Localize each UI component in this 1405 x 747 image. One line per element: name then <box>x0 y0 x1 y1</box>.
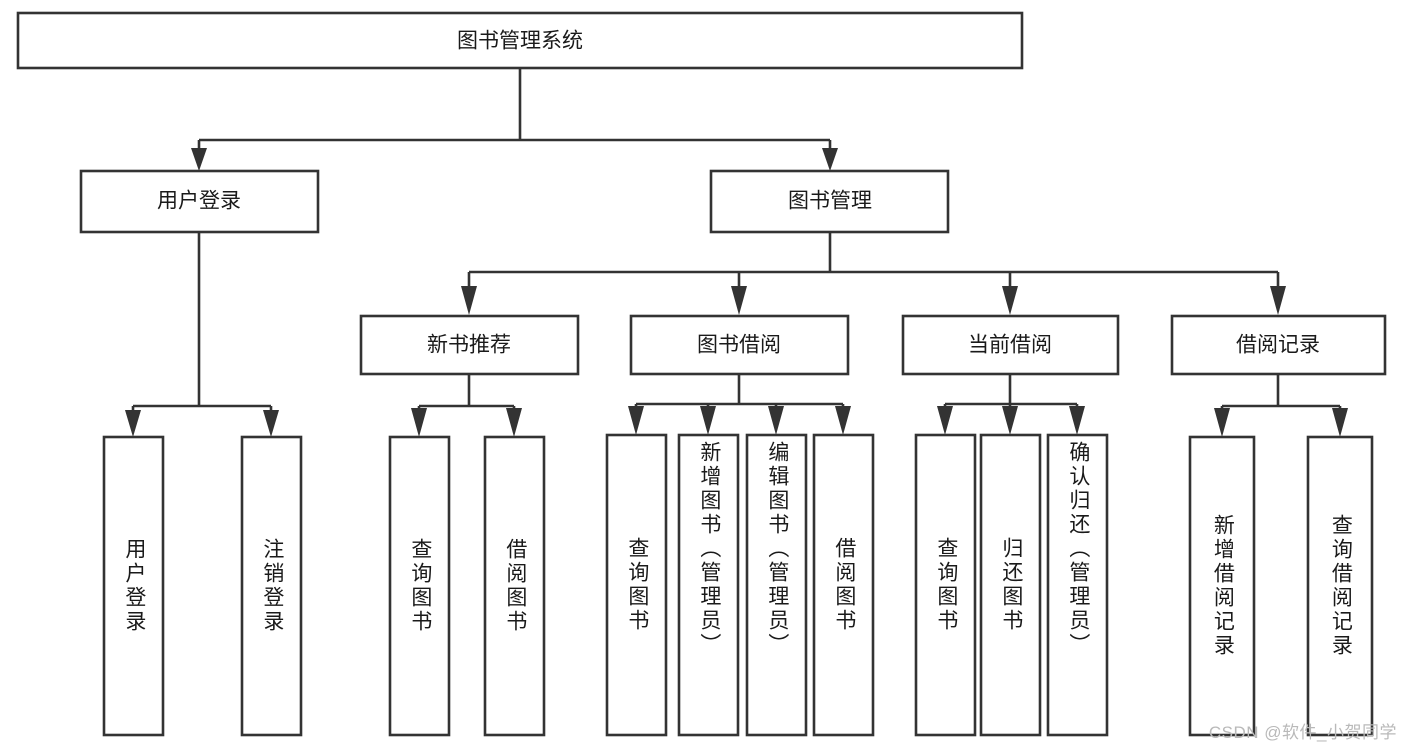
node-user-login[interactable]: 用户登录 <box>79 169 320 234</box>
arrowhead-leaf-edit-book <box>768 406 784 435</box>
connector-group-borrow-record <box>1214 374 1348 437</box>
connector-group-book-borrow <box>628 374 851 435</box>
arrowhead-leaf-user-login <box>125 410 141 437</box>
arrowhead-leaf-query-record <box>1332 408 1348 437</box>
connector-group-new-book-rec <box>411 374 522 437</box>
node-book-manage-label: 图书管理 <box>788 190 872 213</box>
node-book-borrow-box[interactable] <box>629 314 850 376</box>
leaf-query-book-2-box[interactable] <box>605 433 668 737</box>
node-new-book-rec-label: 新书推荐 <box>427 334 511 357</box>
node-current-borrow-label: 当前借阅 <box>968 334 1052 357</box>
leaf-query-book-1-box[interactable] <box>388 435 451 737</box>
node-user-login-label: 用户登录 <box>157 190 241 213</box>
connector-group-root <box>191 68 838 171</box>
node-borrow-record-label: 借阅记录 <box>1236 334 1320 357</box>
arrowhead-user-login <box>191 148 207 171</box>
leaf-borrow-book-2-box[interactable] <box>812 433 875 737</box>
node-book-manage-box[interactable] <box>709 169 950 234</box>
leaf-confirm-return-box[interactable] <box>1046 433 1109 737</box>
node-book-manage[interactable]: 图书管理 <box>709 169 950 234</box>
leaf-add-record-box[interactable] <box>1188 435 1256 737</box>
arrowhead-leaf-query-book-2 <box>628 406 644 435</box>
node-root[interactable]: 图书管理系统 <box>16 11 1024 70</box>
arrowhead-leaf-borrow-book-2 <box>835 406 851 435</box>
arrowhead-new-book-rec <box>461 286 477 315</box>
leaf-add-book-box[interactable] <box>677 433 740 737</box>
leaf-query-book-3-box[interactable] <box>914 433 977 737</box>
arrowhead-leaf-borrow-book-1 <box>506 408 522 437</box>
arrowhead-leaf-logout <box>263 410 279 437</box>
node-borrow-record[interactable]: 借阅记录 <box>1170 314 1387 376</box>
node-root-box[interactable] <box>16 11 1024 70</box>
node-book-borrow[interactable]: 图书借阅 <box>629 314 850 376</box>
arrowhead-leaf-query-book-1 <box>411 408 427 437</box>
connector-group-user-login <box>125 232 279 437</box>
arrowhead-leaf-query-book-3 <box>937 406 953 435</box>
arrowhead-leaf-return-book <box>1002 406 1018 435</box>
arrowhead-borrow-record <box>1270 286 1286 315</box>
arrowhead-book-borrow <box>731 286 747 315</box>
arrowhead-book-manage <box>822 148 838 171</box>
leaf-logout-box[interactable] <box>240 435 303 737</box>
arrowhead-leaf-confirm-return <box>1069 406 1085 435</box>
connector-group-current-borrow <box>937 374 1085 435</box>
node-root-label: 图书管理系统 <box>457 30 583 53</box>
node-book-borrow-label: 图书借阅 <box>697 334 781 357</box>
node-current-borrow-box[interactable] <box>901 314 1120 376</box>
leaf-borrow-book-1-box[interactable] <box>483 435 546 737</box>
arrowhead-leaf-add-record <box>1214 408 1230 437</box>
node-user-login-box[interactable] <box>79 169 320 234</box>
connector-group-book-manage <box>461 232 1286 315</box>
arrowhead-leaf-add-book <box>700 406 716 435</box>
node-current-borrow[interactable]: 当前借阅 <box>901 314 1120 376</box>
arrowhead-current-borrow <box>1002 286 1018 315</box>
node-borrow-record-box[interactable] <box>1170 314 1387 376</box>
leaf-query-record-box[interactable] <box>1306 435 1374 737</box>
leaf-user-login-box[interactable] <box>102 435 165 737</box>
csdn-watermark: CSDN @软件_小贺同学 <box>1208 723 1397 742</box>
leaf-edit-book-box[interactable] <box>745 433 808 737</box>
leaf-return-book-box[interactable] <box>979 433 1042 737</box>
node-new-book-rec-box[interactable] <box>359 314 580 376</box>
node-new-book-rec[interactable]: 新书推荐 <box>359 314 580 376</box>
leaf-boxes-group <box>102 433 1374 737</box>
